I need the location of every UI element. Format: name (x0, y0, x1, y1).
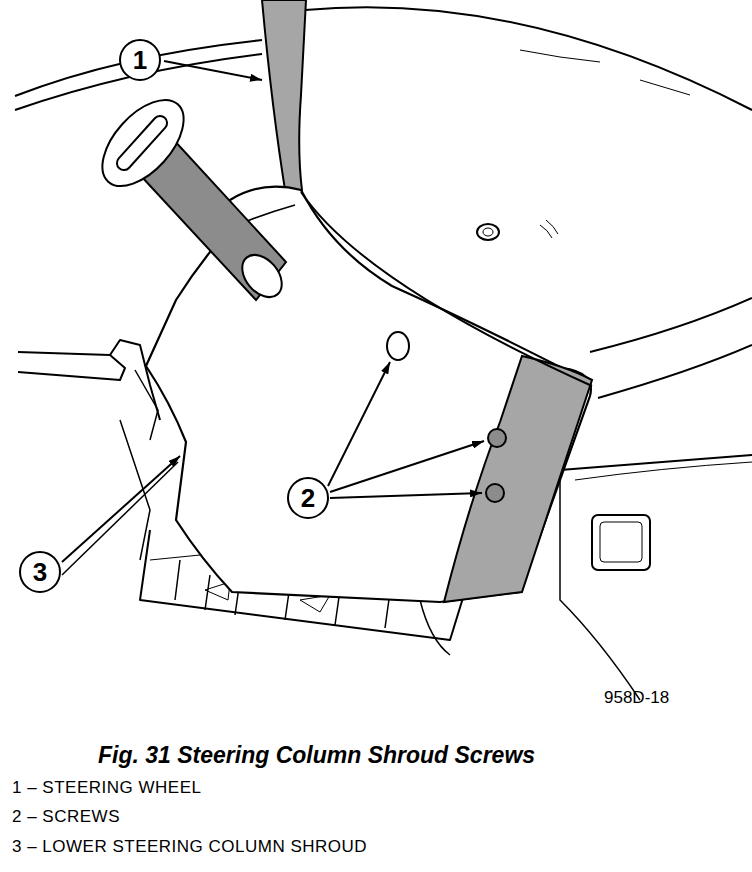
callout-number: 3 (20, 552, 60, 592)
figure-caption: Fig. 31 Steering Column Shroud Screws (98, 742, 535, 769)
callout-number: 1 (120, 40, 160, 80)
key-entry: 3 – LOWER STEERING COLUMN SHROUD (12, 837, 367, 857)
key-entry: 2 – SCREWS (12, 807, 120, 827)
key-entry: 1 – STEERING WHEEL (12, 778, 201, 798)
callout-number: 2 (288, 478, 328, 518)
figure-code: 958D-18 (604, 688, 669, 708)
